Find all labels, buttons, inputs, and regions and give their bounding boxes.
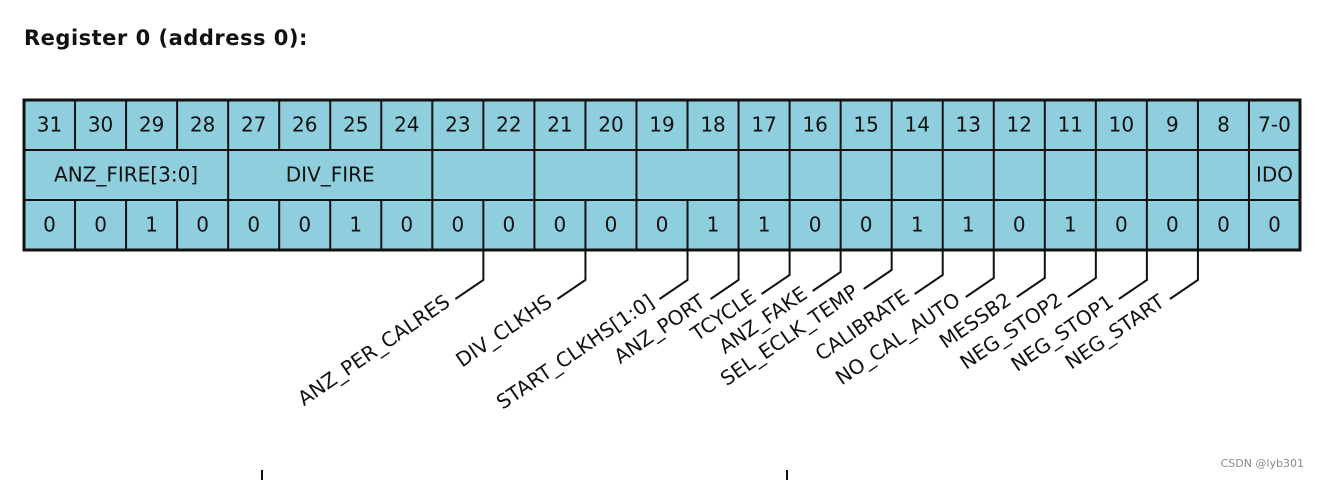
callout-label: DIV_CLKHS: [451, 289, 556, 372]
bit-value: 1: [1064, 213, 1077, 237]
bit-value: 0: [1217, 213, 1230, 237]
bit-value: 1: [349, 213, 362, 237]
callout-leader: [914, 250, 944, 295]
bit-header: 19: [649, 113, 674, 137]
register-table: [22, 98, 1302, 252]
bit-header: 13: [956, 113, 981, 137]
bit-value: 0: [400, 213, 413, 237]
callout-leader: [1118, 250, 1148, 300]
field-label: DIV_FIRE: [286, 163, 375, 187]
bit-value: 0: [43, 213, 56, 237]
bit-header: 15: [853, 113, 878, 137]
bit-value: 0: [860, 213, 873, 237]
bit-header: 17: [751, 113, 776, 137]
bit-header: 10: [1109, 113, 1134, 137]
bit-header: 30: [88, 113, 113, 137]
callout-leader: [1169, 250, 1199, 300]
bit-value: 1: [758, 213, 771, 237]
callout-leader: [761, 250, 791, 295]
bit-header: 12: [1007, 113, 1032, 137]
bit-value: 1: [911, 213, 924, 237]
callout-leader: [658, 250, 689, 300]
bit-header: 14: [904, 113, 929, 137]
bit-value: 1: [962, 213, 975, 237]
callout-leader: [709, 250, 740, 300]
bit-header: 26: [292, 113, 317, 137]
callout-leader: [454, 250, 485, 300]
bit-header: 25: [343, 113, 368, 137]
bit-value: 1: [707, 213, 720, 237]
bit-value: 0: [1013, 213, 1026, 237]
bit-value: 0: [451, 213, 464, 237]
bit-header: 21: [547, 113, 572, 137]
bit-value: 0: [503, 213, 516, 237]
watermark: CSDN @lyb301: [1220, 457, 1304, 470]
bit-header: 11: [1058, 113, 1083, 137]
bit-header: 20: [598, 113, 623, 137]
bit-header: 16: [802, 113, 827, 137]
bit-value: 0: [656, 213, 669, 237]
callout-leader: [556, 250, 587, 300]
bit-value: 0: [1268, 213, 1281, 237]
callout-leader: [965, 250, 995, 298]
bit-value: 0: [94, 213, 107, 237]
bit-header: 31: [37, 113, 62, 137]
bit-value: 1: [145, 213, 158, 237]
callout-leader: [812, 250, 842, 292]
bit-value: 0: [298, 213, 311, 237]
register-title: Register 0 (address 0):: [24, 26, 308, 50]
bit-header: 18: [700, 113, 725, 137]
bit-value: 0: [1166, 213, 1179, 237]
bit-header: 27: [241, 113, 266, 137]
bit-header: 23: [445, 113, 470, 137]
bit-value: 0: [247, 213, 260, 237]
bit-header: 29: [139, 113, 164, 137]
field-label: IDO: [1256, 163, 1293, 187]
bit-header: 22: [496, 113, 521, 137]
bit-header: 8: [1217, 113, 1230, 137]
bit-value: 0: [1115, 213, 1128, 237]
bit-value: 0: [809, 213, 822, 237]
bit-header: 9: [1166, 113, 1179, 137]
bit-header: 28: [190, 113, 215, 137]
bit-value: 0: [605, 213, 618, 237]
bit-value: 0: [554, 213, 567, 237]
callout-label: ANZ_PER_CALRES: [293, 289, 454, 410]
bit-value: 0: [196, 213, 209, 237]
callout-leader: [1067, 250, 1097, 298]
callout-leader: [863, 250, 893, 290]
bit-header: 7-0: [1258, 113, 1291, 137]
callout-leader: [1016, 250, 1046, 298]
field-label: ANZ_FIRE[3:0]: [54, 163, 198, 187]
bit-header: 24: [394, 113, 419, 137]
